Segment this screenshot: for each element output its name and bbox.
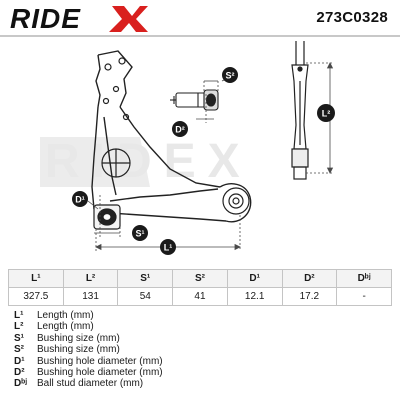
spec-header-row: L¹ L² S¹ S² D¹ D² Dᵇʲ [8,269,392,288]
legend-symbol: Dᵇʲ [14,378,28,390]
ridex-logo: RIDE [10,3,148,34]
label-d1: D¹ [72,191,88,207]
legend-symbol: L² [14,321,24,333]
legend: L¹ Length (mm) L² Length (mm) S¹ Bushing… [14,310,386,390]
label-l2-text: L² [322,109,331,119]
label-s2-text: S² [226,71,235,81]
spec-value-l2: 131 [62,287,119,306]
spec-value-row: 327.5 131 54 41 12.1 17.2 - [8,287,392,306]
spec-value-d2: 17.2 [281,287,338,306]
label-d2-text: D² [175,125,185,135]
rear-bushing-detail [170,89,219,111]
label-s2: S² [222,67,238,83]
legend-symbol: S² [14,344,24,356]
legend-item: L² Length (mm) [14,321,386,332]
legend-item: D² Bushing hole diameter (mm) [14,367,386,378]
spec-value-l1: 327.5 [8,287,64,306]
label-d1-text: D¹ [75,195,85,205]
spec-value-s2: 41 [172,287,228,306]
label-l1-text: L¹ [164,243,173,253]
part-number: 273C0328 [316,9,388,26]
control-arm-drawing: RIDEX [40,41,335,255]
ball-joint [222,187,250,215]
legend-description: Length (mm) [37,310,94,321]
side-profile-view [291,41,309,180]
legend-description: Ball stud diameter (mm) [37,378,144,390]
spec-value-s1: 54 [117,287,174,306]
front-bushing [93,204,121,230]
label-s1-text: S¹ [136,229,145,239]
legend-description: Bushing size (mm) [37,344,120,356]
spec-header-dbj: Dᵇʲ [336,269,392,288]
spec-header-s2: S² [172,269,228,288]
svg-text:RIDEX: RIDEX [45,135,252,188]
dimension-lines [87,62,334,251]
label-d2: D² [172,121,188,137]
legend-item: Dᵇʲ Ball stud diameter (mm) [14,378,386,389]
label-s1: S¹ [132,225,148,241]
spec-header-d1: D¹ [226,269,283,288]
label-l1: L¹ [160,239,176,255]
legend-symbol: S¹ [14,332,24,344]
ridex-watermark: RIDEX [40,135,252,188]
legend-description: Length (mm) [37,321,94,333]
legend-item: L¹ Length (mm) [14,310,386,321]
header: RIDE 273C0328 [0,0,400,37]
spec-header-d2: D² [281,269,338,288]
spec-header-l1: L¹ [8,269,64,288]
legend-symbol: D¹ [14,355,25,367]
header-divider [0,35,400,37]
spec-value-d1: 12.1 [226,287,283,306]
svg-text:RIDE: RIDE [10,3,81,34]
legend-description: Bushing hole diameter (mm) [37,366,163,378]
legend-symbol: L¹ [14,310,24,321]
spec-table: L¹ L² S¹ S² D¹ D² Dᵇʲ 327.5 131 54 41 12… [8,269,392,306]
legend-item: D¹ Bushing hole diameter (mm) [14,356,386,367]
legend-description: Bushing size (mm) [37,332,120,344]
spec-header-l2: L² [62,269,119,288]
legend-description: Bushing hole diameter (mm) [37,355,163,367]
legend-item: S² Bushing size (mm) [14,344,386,355]
label-l2: L² [317,104,335,122]
legend-symbol: D² [14,366,25,378]
spec-header-s1: S¹ [117,269,174,288]
arm-holes [101,57,131,178]
spec-value-dbj: - [336,287,392,306]
legend-item: S¹ Bushing size (mm) [14,333,386,344]
